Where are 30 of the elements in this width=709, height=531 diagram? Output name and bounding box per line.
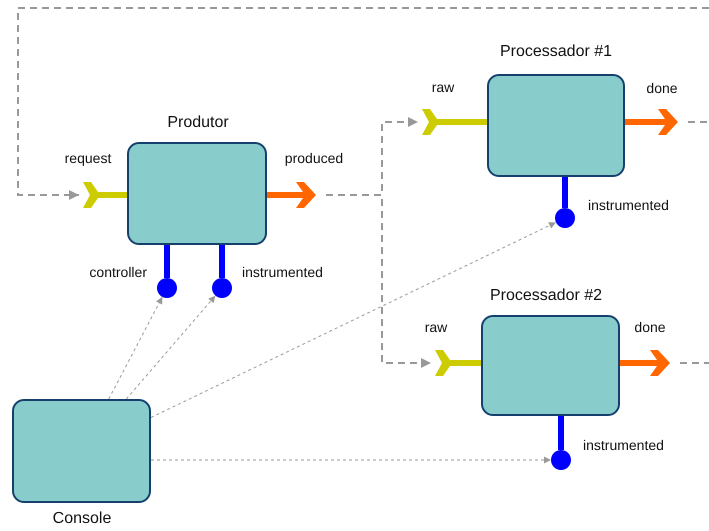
connector-arrow	[17, 7, 709, 200]
port-stub	[445, 119, 487, 125]
component-title: Processador #2	[490, 287, 602, 305]
port-stub	[558, 416, 564, 450]
port-label: raw	[424, 319, 448, 335]
connector-arrow	[108, 296, 163, 400]
port-stub	[458, 360, 481, 366]
connector-arrow	[150, 456, 552, 464]
port-label: request	[64, 150, 112, 166]
component-title: Processador #1	[500, 43, 612, 61]
port-label: done	[646, 80, 678, 96]
component-title: Produtor	[167, 114, 229, 132]
port-label: instrumented	[242, 264, 323, 280]
connector-arrow	[326, 194, 431, 368]
port-label: instrumented	[588, 197, 669, 213]
port-stub	[562, 177, 568, 208]
port-stub	[164, 245, 170, 278]
port-label: controller	[89, 264, 147, 280]
port-label: done	[634, 319, 666, 335]
port-label: instrumented	[583, 437, 664, 453]
connector-arrow	[150, 222, 556, 418]
port-stub	[625, 119, 654, 125]
port-stub	[267, 192, 292, 198]
port-stub	[106, 192, 127, 198]
port-stub	[219, 245, 225, 278]
port-label: raw	[432, 79, 454, 95]
connector-arrow	[126, 295, 216, 400]
component-title: Console	[52, 510, 112, 528]
port-label: produced	[284, 150, 344, 166]
port-stub	[620, 360, 646, 366]
